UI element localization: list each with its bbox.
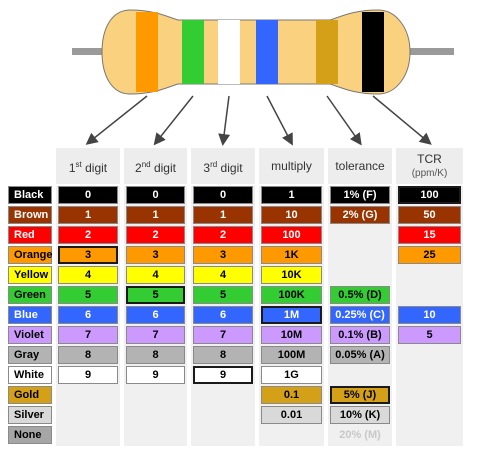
cell-brown-3rd-digit: 1 <box>193 206 253 224</box>
header-multiply: multiply <box>259 148 324 184</box>
cell-green-1st-digit: 5 <box>58 286 118 304</box>
color-name-brown: Brown <box>8 206 52 224</box>
header-tcr: TCR(ppm/K) <box>396 148 463 184</box>
arrow-band-tolerance <box>326 95 362 146</box>
cell-blue-2nd-digit: 6 <box>126 306 185 324</box>
cell-white-3rd-digit: 9 <box>193 366 253 384</box>
cell-orange-tcr: 25 <box>398 246 461 264</box>
cell-orange-1st-digit: 3 <box>58 246 118 264</box>
cell-violet-tolerance: 0.1% (B) <box>330 326 390 344</box>
cell-white-multiply: 1G <box>261 366 322 384</box>
cell-white-1st-digit: 9 <box>58 366 118 384</box>
header-3rd-digit: 3rd digit <box>191 148 255 184</box>
color-name-red: Red <box>8 226 52 244</box>
color-name-none: None <box>8 426 52 444</box>
header-tolerance: tolerance <box>328 148 392 184</box>
cell-brown-tolerance: 2% (G) <box>330 206 390 224</box>
cell-green-2nd-digit: 5 <box>126 286 185 304</box>
cell-green-multiply: 100K <box>261 286 322 304</box>
cell-black-1st-digit: 0 <box>58 186 118 204</box>
cell-red-1st-digit: 2 <box>58 226 118 244</box>
resistor-diagram <box>72 9 454 146</box>
color-name-blue: Blue <box>8 306 52 324</box>
cell-yellow-3rd-digit: 4 <box>193 266 253 284</box>
cell-violet-multiply: 10M <box>261 326 322 344</box>
cell-blue-3rd-digit: 6 <box>193 306 253 324</box>
cell-brown-1st-digit: 1 <box>58 206 118 224</box>
color-name-orange: Orange <box>8 246 53 264</box>
band-3rd-digit <box>218 20 240 84</box>
cell-gray-tolerance: 0.05% (A) <box>330 346 390 364</box>
color-name-white: White <box>8 366 52 384</box>
cell-black-multiply: 1 <box>261 186 322 204</box>
cell-black-3rd-digit: 0 <box>193 186 253 204</box>
cell-violet-tcr: 5 <box>398 326 461 344</box>
lead-left <box>72 48 108 55</box>
lead-right <box>408 48 454 55</box>
cell-blue-1st-digit: 6 <box>58 306 118 324</box>
cell-black-2nd-digit: 0 <box>126 186 185 204</box>
header-1st-digit: 1st digit <box>56 148 120 184</box>
cell-orange-multiply: 1K <box>261 246 322 264</box>
color-name-yellow: Yellow <box>8 266 52 284</box>
cell-gold-tolerance: 5% (J) <box>330 386 390 404</box>
color-name-black: Black <box>8 186 52 204</box>
cell-brown-2nd-digit: 1 <box>126 206 185 224</box>
cell-blue-tolerance: 0.25% (C) <box>330 306 390 324</box>
arrow-band-multiplier <box>266 95 293 146</box>
cell-yellow-2nd-digit: 4 <box>126 266 185 284</box>
color-name-silver: Silver <box>8 406 52 424</box>
cell-red-multiply: 100 <box>261 226 322 244</box>
cell-red-3rd-digit: 2 <box>193 226 253 244</box>
color-name-gold: Gold <box>8 386 52 404</box>
cell-none-tolerance: 20% (M) <box>339 429 381 441</box>
color-name-green: Green <box>8 286 52 304</box>
cell-blue-tcr: 10 <box>398 306 461 324</box>
band-tcr <box>362 12 384 92</box>
arrow-band-2nd-digit <box>153 95 194 146</box>
color-name-violet: Violet <box>8 326 52 344</box>
band-1st-digit <box>136 12 158 92</box>
cell-brown-tcr: 50 <box>398 206 461 224</box>
cell-brown-multiply: 10 <box>261 206 322 224</box>
cell-gray-2nd-digit: 8 <box>126 346 185 364</box>
cell-orange-2nd-digit: 3 <box>126 246 185 264</box>
cell-violet-2nd-digit: 7 <box>126 326 185 344</box>
cell-gray-multiply: 100M <box>261 346 322 364</box>
cell-gray-3rd-digit: 8 <box>193 346 253 364</box>
band-2nd-digit <box>182 20 204 84</box>
cell-red-2nd-digit: 2 <box>126 226 185 244</box>
cell-yellow-multiply: 10K <box>261 266 322 284</box>
arrow-band-tcr <box>372 95 432 145</box>
cell-black-tolerance: 1% (F) <box>330 186 390 204</box>
cell-red-tcr: 15 <box>398 226 461 244</box>
cell-green-tolerance: 0.5% (D) <box>330 286 390 304</box>
cell-yellow-1st-digit: 4 <box>58 266 118 284</box>
band-tolerance <box>316 20 338 84</box>
cell-blue-multiply: 1M <box>261 306 322 324</box>
cell-white-2nd-digit: 9 <box>126 366 185 384</box>
color-name-gray: Gray <box>8 346 52 364</box>
cell-silver-multiply: 0.01 <box>261 406 322 424</box>
cell-silver-tolerance: 10% (K) <box>330 406 390 424</box>
cell-gold-multiply: 0.1 <box>261 386 322 404</box>
header-2nd-digit: 2nd digit <box>124 148 187 184</box>
band-multiplier <box>256 20 278 84</box>
cell-green-3rd-digit: 5 <box>193 286 253 304</box>
cell-violet-3rd-digit: 7 <box>193 326 253 344</box>
arrow-band-1st-digit <box>85 95 148 145</box>
arrow-band-3rd-digit <box>218 95 231 146</box>
cell-black-tcr: 100 <box>398 186 461 204</box>
cell-orange-3rd-digit: 3 <box>193 246 253 264</box>
cell-gray-1st-digit: 8 <box>58 346 118 364</box>
cell-violet-1st-digit: 7 <box>58 326 118 344</box>
